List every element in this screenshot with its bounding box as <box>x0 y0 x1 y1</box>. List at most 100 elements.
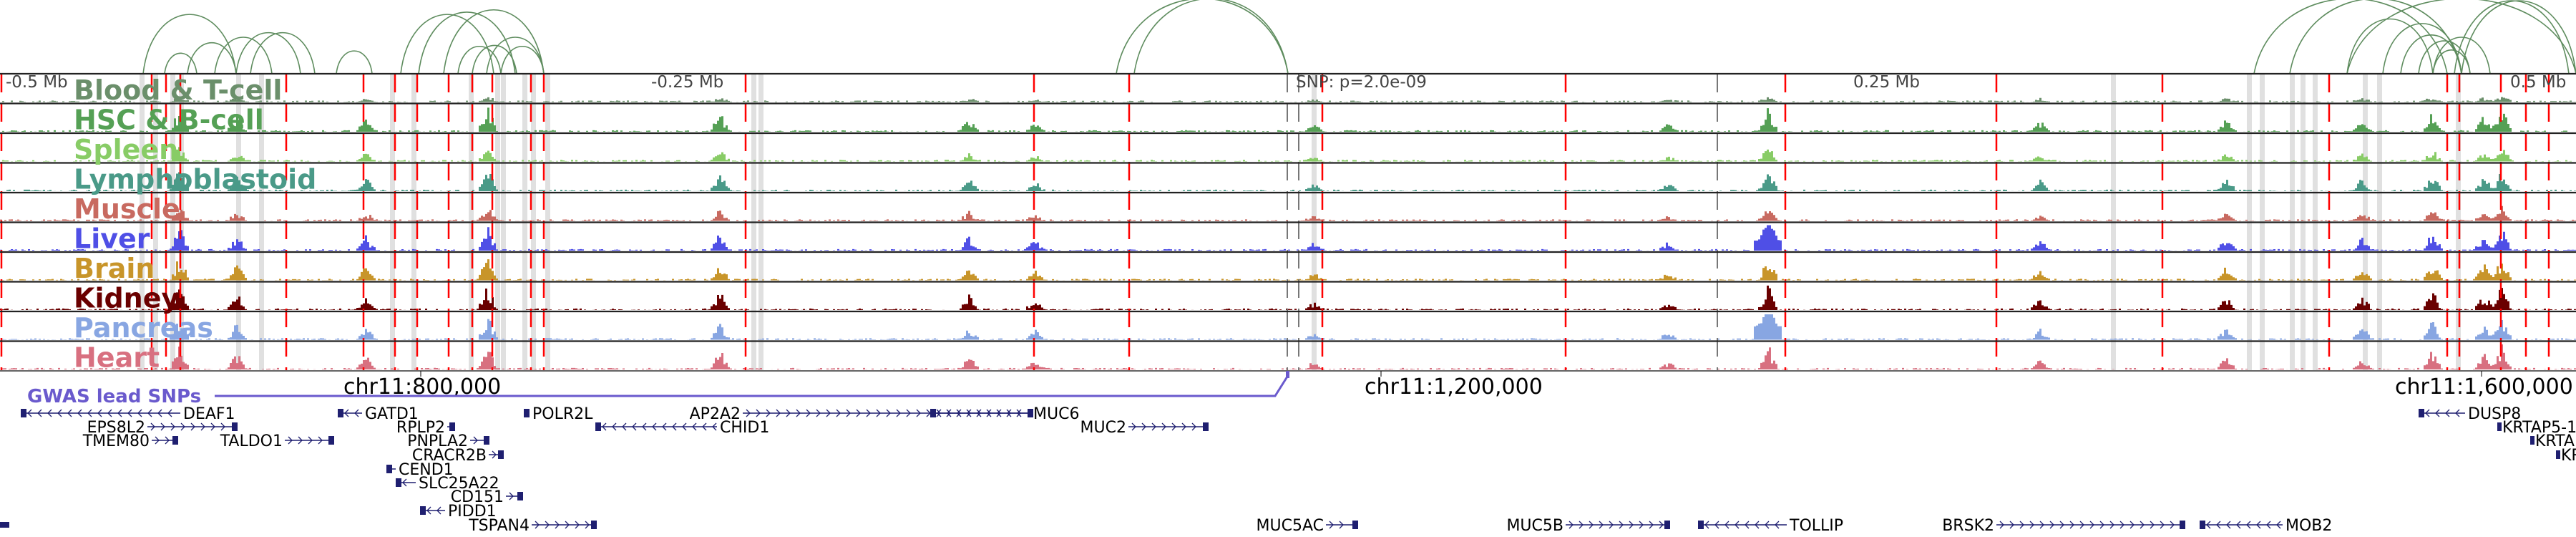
gene-label: GATD1 <box>365 405 419 423</box>
gene-tollip[interactable]: TOLLIP <box>1698 517 1843 535</box>
strand-arrow <box>318 436 323 445</box>
gene-muc5ac[interactable]: MUC5AC <box>1257 517 1358 535</box>
gene-brsk2[interactable]: BRSK2 <box>1942 517 2185 535</box>
strand-arrow <box>1765 521 1770 529</box>
coord-label-1200k: chr11:1,200,000 <box>1365 374 1543 400</box>
interaction-arc <box>2461 0 2576 74</box>
strand-arrow <box>1704 521 1709 529</box>
strand-arrow <box>535 521 540 529</box>
gene-muc5b[interactable]: MUC5B <box>1506 517 1670 535</box>
gene-chid1[interactable]: CHID1 <box>595 419 769 437</box>
gene-label: POLR2L <box>532 405 593 423</box>
strand-arrow <box>602 422 607 431</box>
strand-arrow <box>1568 521 1574 529</box>
strand-arrow <box>1131 422 1136 431</box>
strand-arrow <box>1775 521 1780 529</box>
strand-arrow <box>2059 521 2064 529</box>
gene-label: KRTA <box>2535 432 2575 450</box>
gene-kr[interactable]: KR <box>2556 447 2576 465</box>
gene-label: KR <box>2561 447 2576 465</box>
gene-muc2[interactable]: MUC2 <box>1080 419 1209 437</box>
track-label: HSC & B-cell <box>74 105 264 136</box>
strand-arrow <box>2150 521 2155 529</box>
strand-arrow <box>298 436 303 445</box>
gene-pidd1[interactable]: PIDD1 <box>420 503 497 521</box>
gene-cracr2b[interactable]: CRACR2B <box>412 447 504 465</box>
gene-label: MOB2 <box>2285 517 2332 535</box>
strand-arrow <box>220 422 225 431</box>
gene-exon <box>21 409 26 417</box>
gene-mob2[interactable]: MOB2 <box>2200 517 2332 535</box>
strand-arrow <box>2246 521 2251 529</box>
strand-arrow <box>816 409 821 417</box>
strand-arrow <box>806 409 811 417</box>
interaction-arc <box>2418 40 2471 74</box>
strand-arrow <box>150 422 155 431</box>
interaction-arc <box>1133 0 1289 74</box>
gene-deaf1[interactable]: DEAF1 <box>21 405 235 423</box>
gene-tmem80[interactable]: TMEM80 <box>82 432 178 450</box>
gene-exon <box>517 492 523 500</box>
gene-label: CD151 <box>451 488 504 506</box>
gene-eps8l2[interactable]: EPS8L2 <box>87 419 238 437</box>
gene-tspan4[interactable]: TSPAN4 <box>468 517 597 535</box>
interaction-arc <box>187 42 237 74</box>
gene-muc6[interactable]: MUC6 <box>930 405 1079 423</box>
gene-cend1[interactable]: CEND1 <box>386 461 454 479</box>
gene-ap2a2[interactable]: AP2A2 <box>690 405 1033 423</box>
strand-arrow <box>308 436 313 445</box>
gene-rplp2[interactable]: RPLP2 <box>396 419 455 437</box>
gene-label: PNPLA2 <box>407 432 468 450</box>
strand-arrow <box>170 422 175 431</box>
strand-arrow <box>1735 521 1740 529</box>
track-label: Heart <box>74 342 160 374</box>
gene-gatd1[interactable]: GATD1 <box>338 405 419 423</box>
strand-arrow <box>947 409 952 417</box>
strand-arrow <box>1329 521 1334 529</box>
strand-arrow <box>746 409 751 417</box>
gene-exon <box>484 436 489 445</box>
strand-arrow <box>612 422 617 431</box>
strand-arrow <box>155 436 160 445</box>
strand-arrow <box>137 409 142 417</box>
strand-arrow <box>622 422 627 431</box>
interaction-arc <box>2400 34 2462 74</box>
strand-arrow <box>67 409 72 417</box>
interaction-arc <box>500 46 545 74</box>
strand-arrow <box>555 521 560 529</box>
gene-krtap5-1[interactable]: KRTAP5-1 <box>2497 419 2576 437</box>
axis-label-snp: SNP: p=2.0e-09 <box>1296 73 1427 92</box>
strand-arrow <box>190 422 195 431</box>
gene-label: MUC6 <box>1033 405 1079 423</box>
strand-arrow <box>97 409 102 417</box>
strand-arrow <box>200 422 205 431</box>
strand-arrow <box>1755 521 1760 529</box>
gene-polr2l[interactable]: POLR2L <box>524 405 593 423</box>
interaction-arc <box>142 14 237 74</box>
strand-arrow <box>682 422 687 431</box>
gene-label: TALDO1 <box>220 432 283 450</box>
interaction-arc <box>250 32 316 74</box>
strand-arrow <box>27 409 32 417</box>
strand-arrow <box>1017 409 1022 417</box>
gene-taldo1[interactable]: TALDO1 <box>220 432 334 450</box>
interaction-arc <box>2346 0 2576 74</box>
strand-arrow <box>1191 422 1196 431</box>
strand-arrow <box>846 409 851 417</box>
gene-cd151[interactable]: CD151 <box>451 488 523 506</box>
strand-arrow <box>157 409 162 417</box>
gene-pnpla2[interactable]: PNPLA2 <box>407 432 489 450</box>
gene-exon <box>1664 521 1670 529</box>
strand-arrow <box>147 409 152 417</box>
gene-slc25a22[interactable]: SLC25A22 <box>396 475 499 493</box>
gene-label: MUC5AC <box>1257 517 1324 535</box>
strand-arrow <box>107 409 112 417</box>
gene-exon <box>591 521 597 529</box>
gene-krta[interactable]: KRTA <box>2530 432 2575 450</box>
strand-arrow <box>1339 521 1344 529</box>
gene-dusp8[interactable]: DUSP8 <box>2419 405 2521 423</box>
strand-arrow <box>565 521 570 529</box>
interaction-arc <box>2253 0 2448 74</box>
gene-exon <box>1698 521 1704 529</box>
strand-arrow <box>2226 521 2231 529</box>
